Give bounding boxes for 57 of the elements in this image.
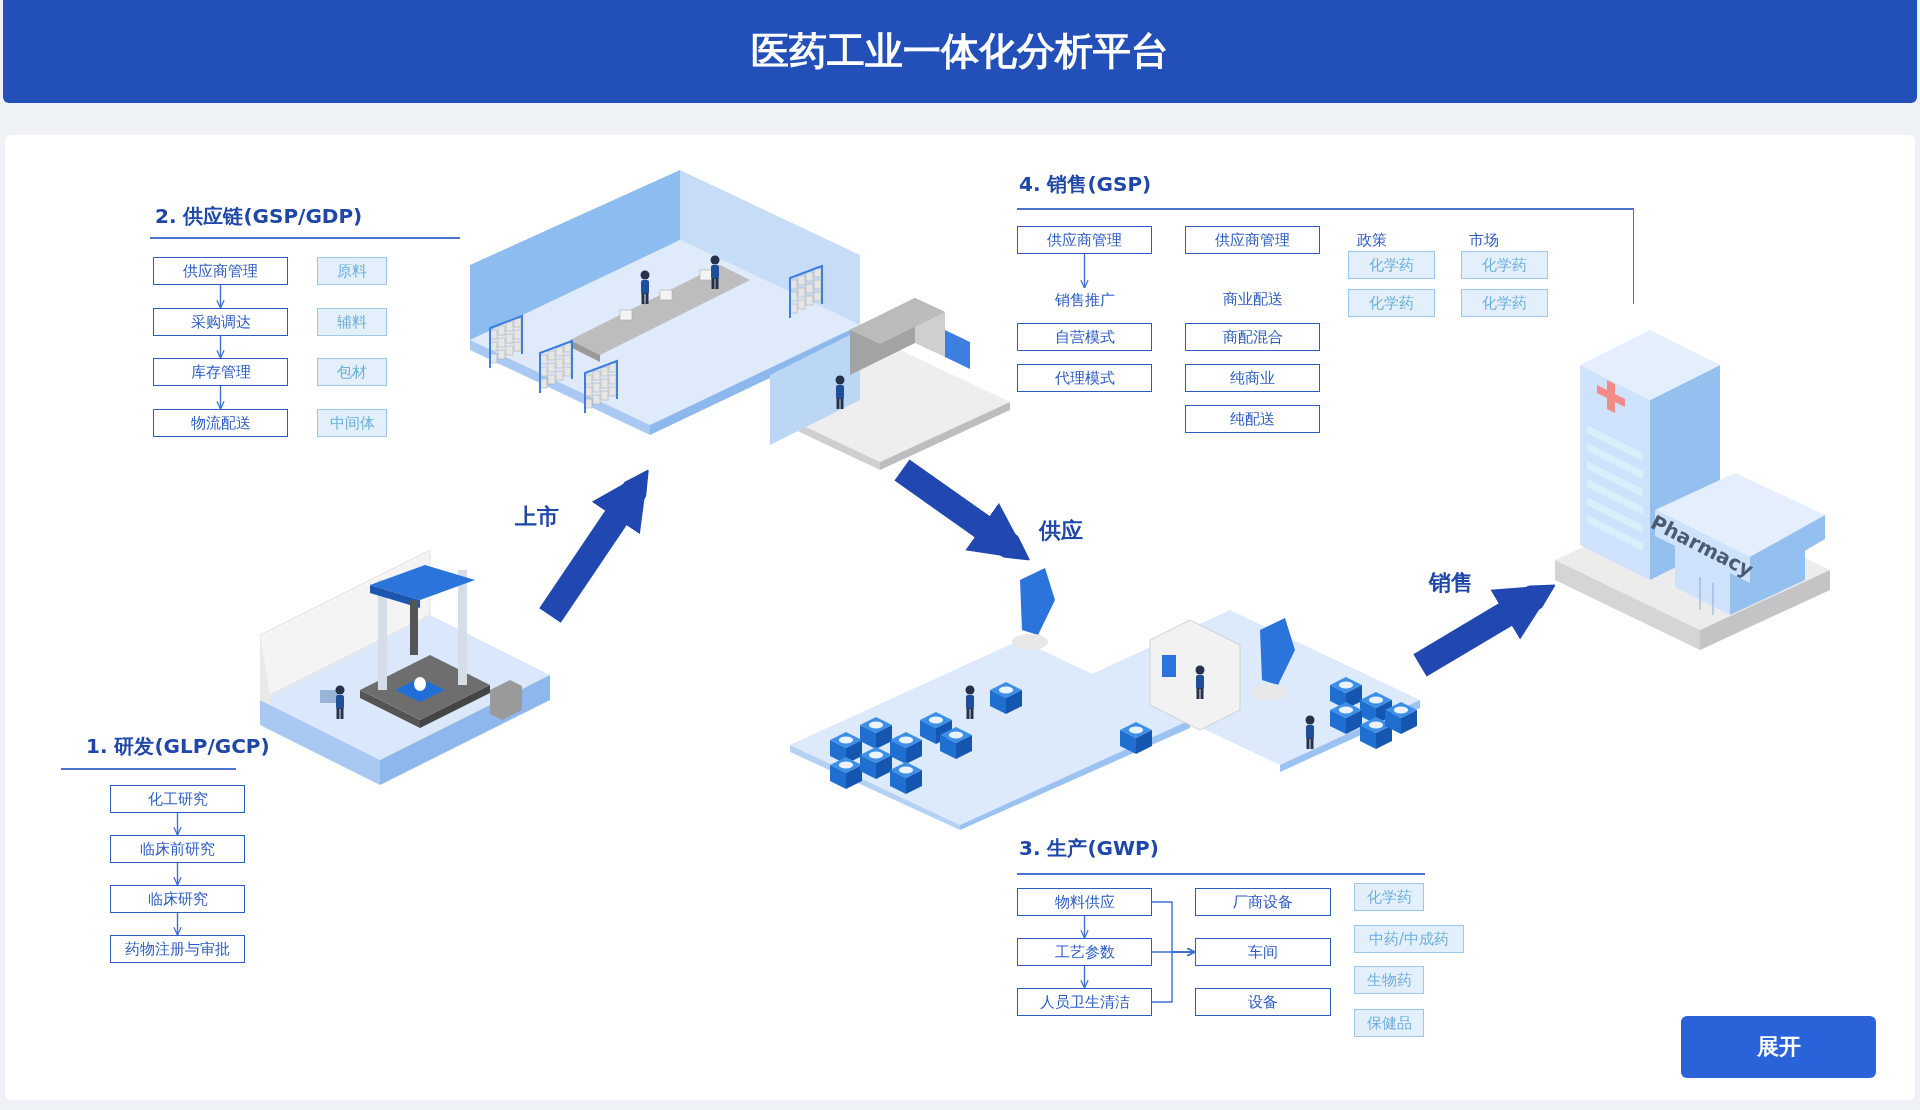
arrow	[173, 812, 182, 836]
flow-arrow	[1413, 584, 1556, 677]
process-box: 物料供应	[1017, 888, 1152, 916]
section-heading: 1. 研发(GLP/GCP)	[86, 733, 270, 760]
arrow	[173, 912, 182, 936]
process-box: 库存管理	[153, 358, 288, 386]
process-box: 临床研究	[110, 885, 245, 913]
process-box: 供应商管理	[1017, 226, 1152, 254]
process-box: 工艺参数	[1017, 938, 1152, 966]
column-heading: 市场	[1468, 231, 1500, 250]
section-heading: 4. 销售(GSP)	[1019, 171, 1152, 198]
process-box: 临床前研究	[110, 835, 245, 863]
category-tag: 化学药	[1348, 289, 1435, 317]
process-box: 自营模式	[1017, 323, 1152, 351]
process-box: 纯配送	[1185, 405, 1320, 433]
process-box: 厂商设备	[1195, 888, 1331, 916]
process-box: 人员卫生清洁	[1017, 988, 1152, 1016]
category-tag: 生物药	[1354, 966, 1424, 994]
column-heading: 商业配送	[1221, 290, 1284, 309]
process-box: 采购调达	[153, 308, 288, 336]
stage-label: 销售推广	[1017, 288, 1152, 312]
process-box: 商配混合	[1185, 323, 1320, 351]
category-tag: 化学药	[1348, 251, 1435, 279]
flow-arrow	[894, 459, 1031, 561]
section-heading: 3. 生产(GWP)	[1019, 835, 1159, 862]
arrow	[1080, 915, 1089, 939]
category-tag: 中间体	[317, 409, 387, 437]
category-tag: 辅料	[317, 308, 387, 336]
category-tag: 化学药	[1461, 289, 1548, 317]
process-box: 代理模式	[1017, 364, 1152, 392]
category-tag: 化学药	[1354, 883, 1424, 911]
category-tag: 保健品	[1354, 1009, 1424, 1037]
column-heading: 政策	[1356, 231, 1388, 250]
arrow	[216, 284, 225, 309]
process-box: 供应商管理	[153, 257, 288, 285]
arrow	[216, 335, 225, 359]
arrow	[1080, 965, 1089, 989]
category-tag: 原料	[317, 257, 387, 285]
process-box: 供应商管理	[1185, 226, 1320, 254]
category-tag: 包材	[317, 358, 387, 386]
process-box: 设备	[1195, 988, 1331, 1016]
arrow	[216, 385, 225, 410]
process-box: 纯商业	[1185, 364, 1320, 392]
page-title: 医药工业一体化分析平台	[750, 28, 1170, 75]
flow-arrow	[539, 469, 649, 623]
warehouse-drawing	[470, 170, 1010, 470]
arrow	[1151, 947, 1196, 1003]
category-tag: 化学药	[1461, 251, 1548, 279]
category-tag: 中药/中成药	[1354, 925, 1464, 953]
section-heading: 2. 供应链(GSP/GDP)	[155, 203, 363, 230]
process-box: 化工研究	[110, 785, 245, 813]
expand-button: 展开	[1681, 1016, 1876, 1078]
arrow	[173, 862, 182, 886]
process-box: 车间	[1195, 938, 1331, 966]
process-box: 物流配送	[153, 409, 288, 437]
process-box: 药物注册与审批	[110, 935, 245, 963]
arrow	[1080, 253, 1089, 289]
